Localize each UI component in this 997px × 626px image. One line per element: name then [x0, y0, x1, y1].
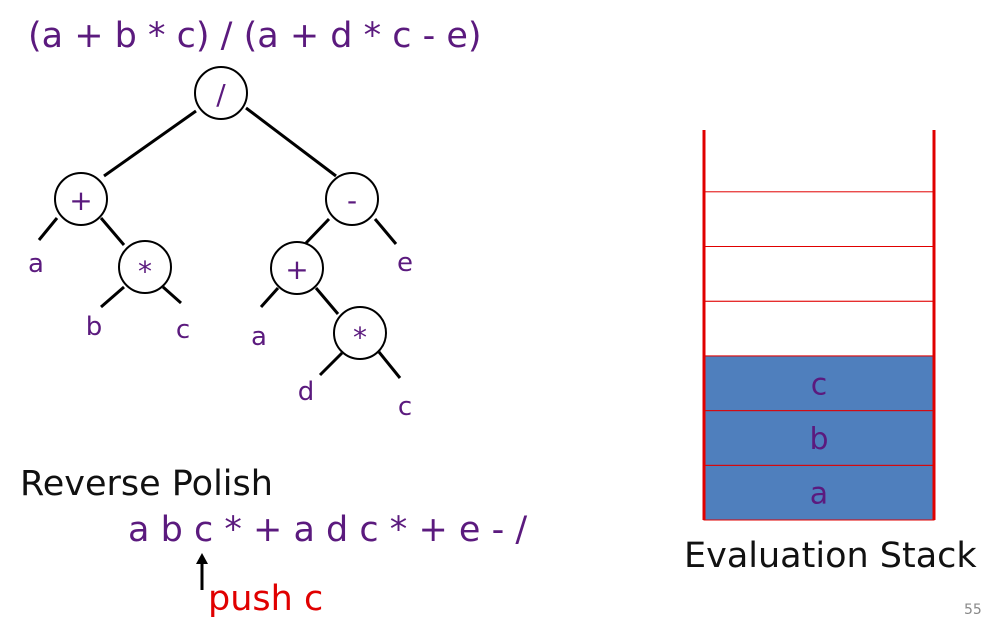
stack-cell-empty: [703, 246, 935, 302]
node-label: *: [353, 321, 367, 354]
edge-minus-e: [373, 218, 398, 245]
node-minus: -: [325, 172, 379, 226]
rp-token: *: [224, 510, 242, 550]
leaf-b: b: [86, 312, 103, 342]
stack-cell-empty: [703, 300, 935, 357]
edge-times-b: [100, 285, 125, 309]
rp-token: e: [458, 510, 481, 550]
rp-token: -: [491, 510, 505, 550]
rp-token: c: [193, 510, 214, 550]
edge-plus-times-right: [314, 287, 340, 315]
reverse-polish-sequence: a b c * + a d c * + e - /: [128, 508, 527, 552]
stack-cell-empty: [703, 191, 935, 248]
stack-item-label: b: [809, 422, 828, 457]
stack-item-label: c: [811, 367, 828, 402]
edge-times-c: [162, 285, 182, 305]
operator-nodes: / + - * + *: [54, 66, 387, 360]
rp-token: /: [515, 510, 528, 550]
edge-div-minus: [245, 106, 337, 178]
edge-div-plus: [103, 109, 197, 178]
leaf-c-right: c: [398, 392, 412, 422]
edge-plus-a: [37, 217, 59, 241]
stack-cell-filled: [703, 410, 935, 466]
rp-token: b: [160, 510, 183, 550]
node-plus-right: +: [270, 241, 324, 295]
rp-token: +: [252, 510, 283, 550]
edge-plus-a-right: [259, 286, 280, 309]
stack-item-label: a: [810, 477, 828, 512]
node-label: +: [69, 184, 92, 217]
edge-minus-plus: [304, 217, 331, 245]
node-label: +: [285, 253, 308, 286]
leaf-e: e: [397, 248, 413, 278]
leaf-a-right: a: [251, 322, 267, 352]
leaf-a: a: [28, 249, 44, 279]
tree-edges: [37, 106, 402, 379]
leaf-d: d: [298, 377, 315, 407]
node-times-right: *: [333, 306, 387, 360]
reverse-polish-title: Reverse Polish: [20, 464, 273, 504]
stack-cell-filled: [703, 464, 935, 521]
rp-token: d: [326, 510, 349, 550]
rp-token: c: [359, 510, 379, 550]
stack-title: Evaluation Stack: [684, 536, 977, 576]
edge-times-c-right: [377, 351, 402, 379]
rp-token: a: [128, 510, 150, 550]
edge-times-d: [318, 351, 344, 377]
page-number: 55: [964, 602, 982, 618]
node-label: *: [138, 255, 152, 288]
current-action: push c: [208, 579, 324, 619]
node-label: /: [216, 78, 226, 111]
rp-token: *: [389, 510, 408, 550]
rp-token: +: [418, 510, 448, 550]
leaf-labels: a b c e a d c: [28, 248, 413, 422]
node-times-left: *: [118, 240, 172, 294]
leaf-c: c: [176, 315, 190, 345]
rp-token: a: [293, 510, 315, 550]
node-label: -: [347, 184, 357, 217]
node-divide: /: [194, 66, 248, 120]
node-plus-left: +: [54, 172, 108, 226]
stack-cells: abc: [703, 191, 935, 521]
edge-plus-times: [99, 217, 126, 246]
expression-title: (a + b * c) / (a + d * c - e): [28, 16, 482, 56]
